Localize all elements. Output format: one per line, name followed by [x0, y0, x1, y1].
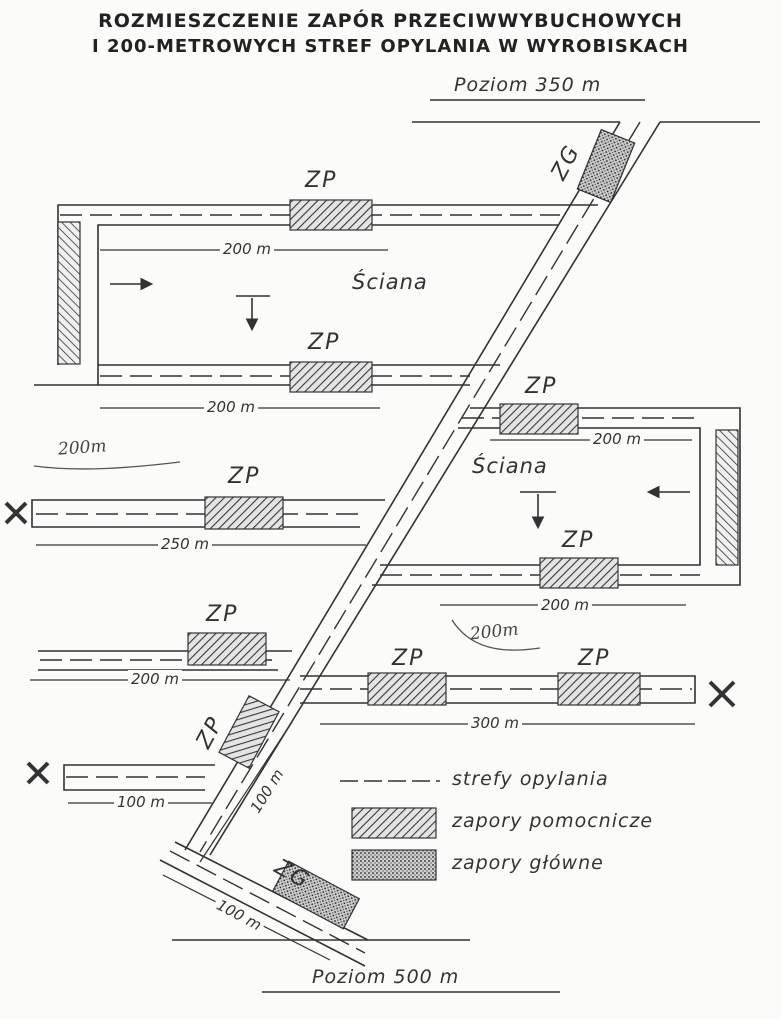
zp-label: ZP: [228, 464, 261, 489]
handwritten-strokes: [33, 461, 541, 651]
diagram-title-line1: ROZMIESZCZENIE ZAPÓR PRZECIWWYBUCHOWYCH: [98, 10, 683, 32]
longwall-faces: [57, 221, 739, 566]
main-barrier: [576, 128, 636, 204]
aux-barrier: [187, 632, 267, 666]
zp-label: ZP: [305, 168, 338, 193]
distance-label: 200 m: [590, 430, 645, 448]
aux-barrier: [218, 694, 280, 770]
legend-main-barriers: zapory główne: [452, 852, 604, 874]
longwall-label: Ściana: [352, 270, 428, 294]
aux-barrier: [367, 672, 447, 706]
legend-aux-barriers: zapory pomocnicze: [452, 810, 654, 832]
zp-label: ZP: [308, 330, 341, 355]
distance-label: 300 m: [468, 714, 523, 732]
handwritten-note: 200m: [57, 436, 108, 460]
legend-dust-zones: strefy opylania: [452, 768, 609, 790]
legend-swatch-aux: [351, 807, 437, 839]
diagram-title-line2: I 200-METROWYCH STREF OPYLANIA W WYROBIS…: [92, 36, 689, 57]
aux-barrier: [557, 672, 641, 706]
main-barriers: [271, 128, 636, 930]
level-350-label: Poziom 350 m: [454, 74, 602, 96]
zp-label: ZP: [578, 646, 611, 671]
distance-label: 200 m: [538, 596, 593, 614]
aux-barrier: [204, 496, 284, 530]
aux-barrier: [499, 403, 579, 435]
dead-end-marks: [4, 501, 736, 785]
aux-barrier: [539, 557, 619, 589]
legend-swatch-main: [351, 849, 437, 881]
level-500-label: Poziom 500 m: [312, 966, 460, 988]
distance-label: 200 m: [204, 398, 259, 416]
zp-label: ZP: [392, 646, 425, 671]
distance-label: 200 m: [220, 240, 275, 258]
main-barrier: [271, 860, 361, 930]
distance-label: 100 m: [114, 793, 169, 811]
longwall-label: Ściana: [472, 454, 548, 478]
aux-barrier: [289, 199, 373, 231]
aux-barriers: [187, 199, 641, 839]
distance-label: 200 m: [128, 670, 183, 688]
distance-label: 250 m: [158, 535, 213, 553]
zp-label: ZP: [525, 374, 558, 399]
aux-barrier: [289, 361, 373, 393]
zp-label: ZP: [562, 528, 595, 553]
zp-label: ZP: [206, 602, 239, 627]
airflow-arrows: [110, 277, 690, 530]
